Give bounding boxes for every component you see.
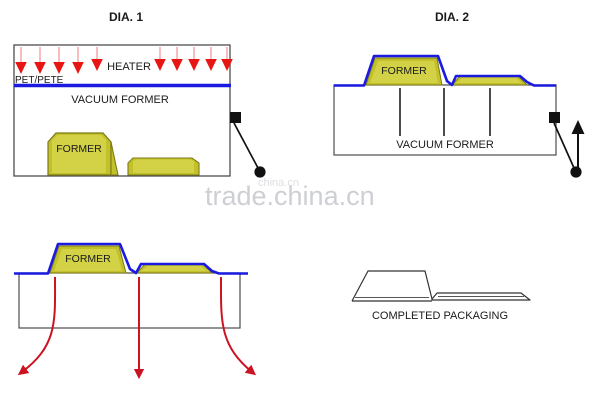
- chamber-label-2: VACUUM FORMER: [396, 139, 494, 151]
- pet-film-draped-3: [14, 242, 248, 275]
- airflow-arrow-left: [17, 276, 57, 376]
- panel-dia-4: COMPLETED PACKAGING: [351, 270, 531, 322]
- former-label-2: FORMER: [381, 65, 427, 77]
- heater-label-1: HEATER: [107, 61, 151, 73]
- valve-knob-icon: [254, 166, 266, 178]
- former-label-3: FORMER: [65, 253, 111, 265]
- heater-arrow-icon: [205, 47, 217, 71]
- panel-dia-2: FORMER VACUUM FORMER: [333, 54, 585, 178]
- airflow-arrow-right: [219, 276, 257, 376]
- former-shape-1: [47, 132, 200, 176]
- panel-title-dia-2: DIA. 2: [435, 10, 469, 24]
- heater-arrow-group-left: [15, 47, 103, 74]
- vacuum-valve-1[interactable]: [230, 112, 266, 178]
- valve-stem: [553, 122, 575, 169]
- heater-arrow-icon: [221, 47, 233, 71]
- valve-square-icon: [230, 112, 241, 123]
- heater-arrow-icon: [154, 47, 166, 71]
- watermark-small-text: china.cn: [258, 177, 299, 189]
- former-shape-2: [365, 57, 529, 86]
- former-shape-3: [49, 245, 214, 274]
- suction-line-group: [399, 88, 491, 136]
- pet-film-draped-2: [334, 54, 556, 87]
- heater-arrow-icon: [72, 47, 84, 74]
- valve-stem: [233, 122, 259, 169]
- heater-arrow-icon: [15, 47, 27, 74]
- watermark-text: trade.china.cn: [205, 181, 375, 211]
- film-label-1: PET/PETE: [15, 75, 64, 86]
- heater-arrow-icon: [171, 47, 183, 71]
- panel-dia-1: HEATER: [13, 44, 266, 178]
- completed-packaging-caption: COMPLETED PACKAGING: [372, 310, 508, 322]
- chamber-label-1: VACUUM FORMER: [71, 94, 169, 106]
- heater-arrow-icon: [91, 47, 103, 71]
- vacuum-out-arrow-icon: [571, 120, 585, 168]
- vacuum-chamber-box-3: [18, 272, 241, 329]
- panel-dia-3: FORMER: [14, 242, 257, 380]
- heater-arrow-group-right: [154, 47, 233, 71]
- heater-arrow-icon: [188, 47, 200, 71]
- valve-square-icon: [549, 112, 560, 123]
- panel-title-dia-1: DIA. 1: [109, 10, 143, 24]
- vacuum-chamber-box-2: [333, 84, 557, 156]
- valve-knob-icon: [570, 166, 582, 178]
- heater-arrow-icon: [53, 47, 65, 74]
- vacuum-valve-2[interactable]: [549, 112, 585, 178]
- former-label-1: FORMER: [56, 143, 102, 155]
- watermark: china.cn trade.china.cn: [205, 177, 375, 211]
- completed-package-outline: [351, 270, 531, 302]
- heater-arrow-icon: [34, 47, 46, 74]
